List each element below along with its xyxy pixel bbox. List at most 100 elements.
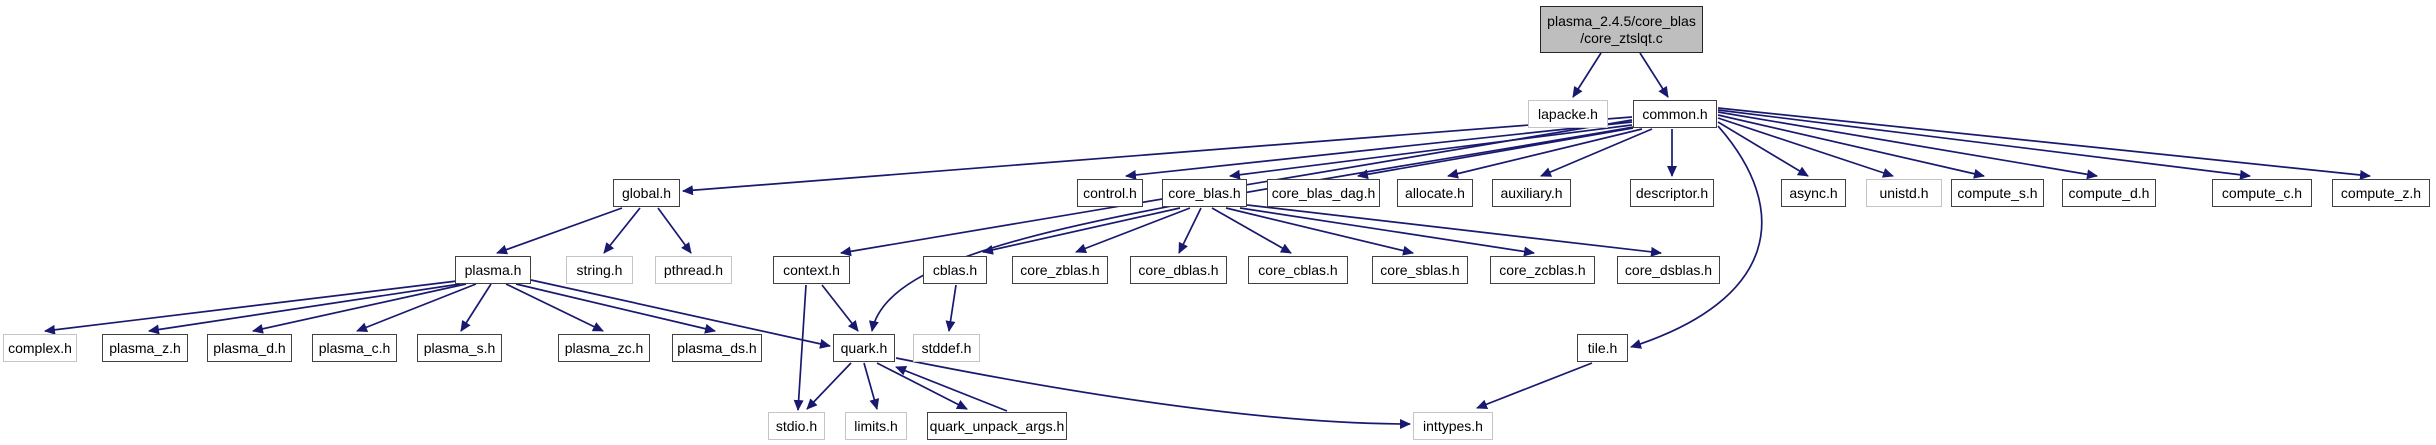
node-core_zcblas[interactable]: core_zcblas.h <box>1490 256 1595 284</box>
edge-quark-to-stdio <box>806 362 852 410</box>
node-label: stddef.h <box>921 339 972 356</box>
node-core_zblas[interactable]: core_zblas.h <box>1012 256 1108 284</box>
node-label: compute_c.h <box>2221 184 2303 201</box>
node-core_blas[interactable]: core_blas.h <box>1162 179 1247 207</box>
node-allocate[interactable]: allocate.h <box>1397 179 1473 207</box>
node-label: async.h <box>1789 184 1838 201</box>
node-limits: limits.h <box>845 412 907 440</box>
edge-plasma-to-plasma_z <box>148 283 461 335</box>
node-label: auxiliary.h <box>1500 184 1563 201</box>
node-common[interactable]: common.h <box>1633 100 1717 128</box>
node-plasma_d[interactable]: plasma_d.h <box>207 334 292 362</box>
node-tile[interactable]: tile.h <box>1577 334 1628 362</box>
node-plasma_z[interactable]: plasma_z.h <box>102 334 188 362</box>
edge-cblas-to-stddef <box>945 284 957 332</box>
edge-core_blas-to-core_dsblas <box>1246 204 1662 257</box>
edge-common-to-control <box>1125 121 1633 180</box>
edge-plasma-to-plasma_c <box>356 283 477 332</box>
node-label: plasma_d.h <box>213 339 286 356</box>
edge-core_blas-to-core_zblas <box>1075 207 1191 254</box>
edge-common-to-global <box>682 116 1633 196</box>
node-plasma[interactable]: plasma.h <box>455 256 531 284</box>
node-label: control.h <box>1083 184 1137 201</box>
node-label: core_dsblas.h <box>1624 261 1713 278</box>
node-core_cblas[interactable]: core_cblas.h <box>1248 256 1348 284</box>
node-label: descriptor.h <box>1635 184 1709 201</box>
node-quark_unpack_args[interactable]: quark_unpack_args.h <box>927 412 1067 440</box>
edge-context-to-stdio <box>793 284 807 411</box>
node-global[interactable]: global.h <box>613 179 680 207</box>
node-label: core_cblas.h <box>1258 261 1338 278</box>
edge-quark-to-limits <box>863 362 880 410</box>
node-async[interactable]: async.h <box>1781 179 1846 207</box>
node-plasma_s[interactable]: plasma_s.h <box>417 334 502 362</box>
node-label: context.h <box>783 261 840 278</box>
node-label: core_blas.h <box>1168 184 1241 201</box>
node-label: plasma_2.4.5/core_blas /core_ztslqt.c <box>1547 12 1696 46</box>
node-label: pthread.h <box>663 261 724 278</box>
edge-common-to-core_blas_dag <box>1357 127 1634 180</box>
node-complex: complex.h <box>3 334 77 362</box>
node-control[interactable]: control.h <box>1077 179 1143 207</box>
edge-core_blas-to-core_dblas <box>1178 207 1202 254</box>
node-label: quark.h <box>840 339 888 356</box>
graph-root-node: plasma_2.4.5/core_blas /core_ztslqt.c <box>1540 6 1703 53</box>
node-stdio: stdio.h <box>768 412 825 440</box>
node-core_sblas[interactable]: core_sblas.h <box>1372 256 1468 284</box>
node-label: compute_d.h <box>2068 184 2150 201</box>
node-label: compute_z.h <box>2340 184 2422 201</box>
node-label: common.h <box>1642 105 1708 122</box>
node-label: core_zblas.h <box>1020 261 1100 278</box>
node-quark[interactable]: quark.h <box>833 334 895 362</box>
node-label: lapacke.h <box>1538 105 1598 122</box>
edge-plasma-to-plasma_s <box>460 283 492 332</box>
node-string: string.h <box>566 256 633 284</box>
node-inttypes: inttypes.h <box>1413 412 1493 440</box>
node-label: plasma_s.h <box>423 339 496 356</box>
node-label: plasma.h <box>464 261 522 278</box>
node-compute_c[interactable]: compute_c.h <box>2212 179 2312 207</box>
node-label: core_zcblas.h <box>1499 261 1586 278</box>
node-lapacke: lapacke.h <box>1528 100 1608 128</box>
node-label: plasma_c.h <box>318 339 391 356</box>
node-label: allocate.h <box>1405 184 1465 201</box>
edge-global-to-string <box>603 207 641 254</box>
node-plasma_zc[interactable]: plasma_zc.h <box>558 334 650 362</box>
node-label: core_sblas.h <box>1380 261 1460 278</box>
node-stddef: stddef.h <box>913 334 980 362</box>
node-descriptor[interactable]: descriptor.h <box>1630 179 1714 207</box>
edge-common-to-allocate <box>1447 128 1643 179</box>
node-label: string.h <box>576 261 623 278</box>
edge-global-to-pthread <box>657 207 692 254</box>
node-label: stdio.h <box>775 417 818 434</box>
edge-tile-to-inttypes <box>1476 362 1593 410</box>
node-core_dsblas[interactable]: core_dsblas.h <box>1617 256 1720 284</box>
edge-common-to-compute_c <box>1717 109 2251 180</box>
edge-global-to-plasma <box>496 207 623 255</box>
node-label: tile.h <box>1587 339 1618 356</box>
node-plasma_c[interactable]: plasma_c.h <box>312 334 397 362</box>
node-label: plasma_ds.h <box>677 339 757 356</box>
edge-quark_unpack_args-to-quark <box>895 366 1008 412</box>
node-plasma_ds[interactable]: plasma_ds.h <box>672 334 762 362</box>
node-label: complex.h <box>8 339 72 356</box>
node-context[interactable]: context.h <box>773 256 850 284</box>
edge-plasma-to-plasma_ds <box>515 283 716 334</box>
node-compute_s[interactable]: compute_s.h <box>1951 179 2044 207</box>
edge-core_blas-to-core_cblas <box>1211 207 1292 254</box>
node-compute_z[interactable]: compute_z.h <box>2332 179 2430 207</box>
edge-plasma-to-plasma_zc <box>505 283 604 332</box>
edge-core_blas-to-cblas <box>982 207 1181 255</box>
node-label: limits.h <box>854 417 898 434</box>
node-auxiliary[interactable]: auxiliary.h <box>1492 179 1571 207</box>
edge-common-to-async <box>1717 121 1809 177</box>
node-pthread: pthread.h <box>655 256 732 284</box>
node-compute_d[interactable]: compute_d.h <box>2062 179 2156 207</box>
edge-common-to-core_blas <box>1229 124 1633 180</box>
node-core_dblas[interactable]: core_dblas.h <box>1130 256 1227 284</box>
edge-plasma-to-plasma_d <box>252 283 467 334</box>
node-core_blas_dag[interactable]: core_blas_dag.h <box>1267 179 1380 207</box>
edge-core_blas-to-core_sblas <box>1225 207 1414 256</box>
edge-common-to-auxiliary <box>1540 128 1653 177</box>
node-cblas[interactable]: cblas.h <box>923 256 987 284</box>
